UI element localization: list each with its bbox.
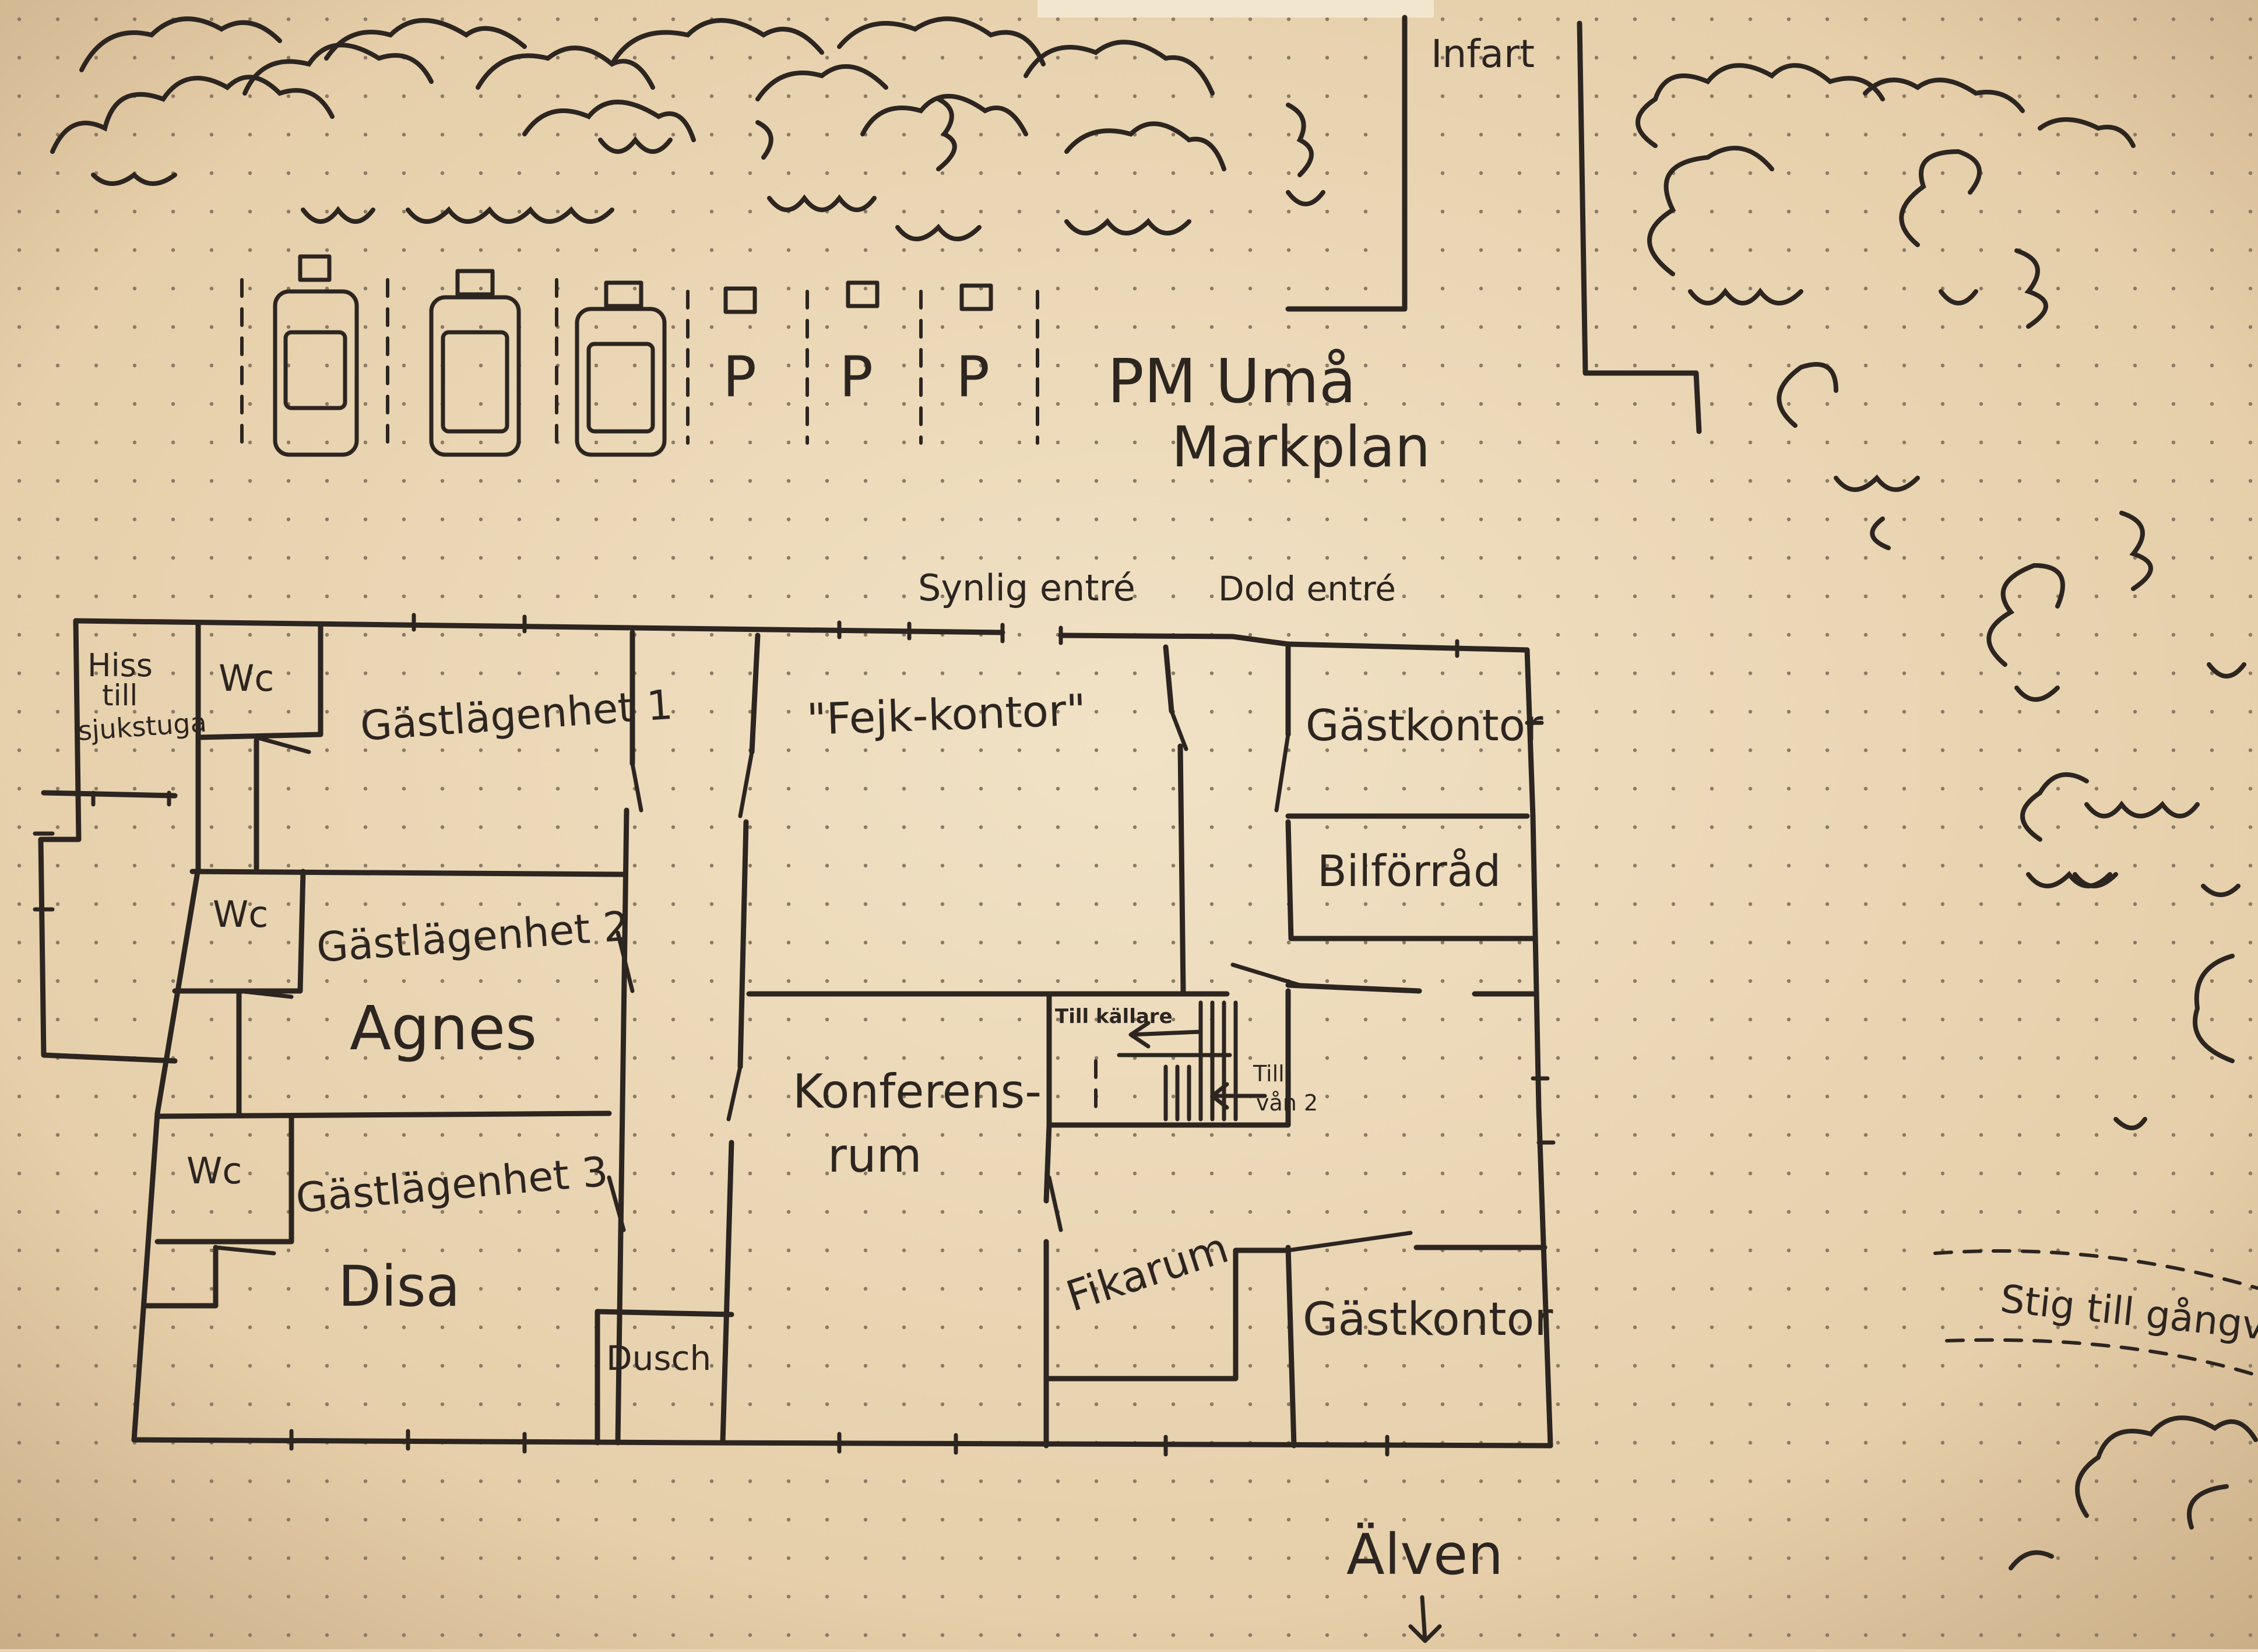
door-apartment-3 xyxy=(607,1175,626,1232)
staircase xyxy=(1094,1000,1267,1122)
parking-spot-3-label: P xyxy=(956,345,990,410)
elevator-label-line-2: till xyxy=(102,679,138,712)
visible-entrance-label: Synlig entré xyxy=(918,567,1135,609)
car-storage-label: Bilförråd xyxy=(1317,846,1501,897)
parked-car-1 xyxy=(273,254,359,457)
river-label: Älven xyxy=(1346,1522,1503,1587)
footpath xyxy=(1933,1249,2258,1377)
parked-car-3 xyxy=(575,280,667,457)
door-apartment-1 xyxy=(630,761,643,813)
wc-2-label: Wc xyxy=(213,893,268,936)
tree-row-top xyxy=(50,16,1325,241)
parking-area xyxy=(240,254,1039,457)
door-coffee-room xyxy=(1047,1175,1063,1232)
parking-sign-1 xyxy=(723,286,757,314)
plan-title-line-1: PM Umå xyxy=(1107,346,1356,417)
driveway-label: Infart xyxy=(1431,31,1535,76)
window-marks xyxy=(33,613,1556,1457)
parking-spot-2-label: P xyxy=(839,345,873,410)
arrow-to-basement xyxy=(1128,1021,1203,1049)
arrow-to-river xyxy=(1408,1595,1442,1643)
door-fake-office xyxy=(738,750,754,818)
door-corridor-right xyxy=(1230,962,1302,987)
hidden-entrance-label: Dold entré xyxy=(1218,569,1396,609)
building-outline xyxy=(38,618,1553,1449)
doors xyxy=(213,709,1413,1256)
guest-office-1-label: Gästkontor xyxy=(1306,701,1543,751)
stairs-to-floor-2-label-line-2: vån 2 xyxy=(1256,1090,1318,1116)
door-wc3 xyxy=(213,1245,276,1256)
door-hidden-entrance xyxy=(1274,732,1290,813)
guest-apartment-2-name: Agnes xyxy=(350,993,537,1064)
interior-walls xyxy=(41,624,1547,1449)
stairs-to-floor-2-label-line-1: Till xyxy=(1253,1061,1285,1087)
door-guest-office-2 xyxy=(1286,1231,1413,1253)
fake-office-label: "Fejk-kontor" xyxy=(806,685,1087,745)
shower-label: Dusch xyxy=(606,1338,711,1378)
parked-car-2 xyxy=(429,269,521,457)
page-edge-top-right xyxy=(1037,0,1434,17)
stairs-to-basement-label: Till källare xyxy=(1055,1005,1173,1028)
wc-1-label: Wc xyxy=(219,657,274,700)
conference-room-label-line-1: Konferens- xyxy=(793,1064,1042,1119)
guest-apartment-3-name: Disa xyxy=(338,1254,460,1319)
door-guest-office-1 xyxy=(1169,709,1188,751)
door-wc1 xyxy=(254,735,311,754)
door-conference xyxy=(726,1064,743,1122)
door-wc2 xyxy=(237,989,294,999)
tree-row-right xyxy=(1636,63,2258,1570)
guest-office-2-label: Gästkontor xyxy=(1303,1294,1553,1346)
parking-spot-1-label: P xyxy=(723,345,757,410)
plan-title-line-2: Markplan xyxy=(1172,414,1430,480)
door-apartment-2 xyxy=(616,930,635,993)
wc-3-label: Wc xyxy=(187,1150,242,1192)
driveway-lines xyxy=(1285,15,1702,434)
conference-room-label-line-2: rum xyxy=(828,1129,922,1183)
arrow-to-floor-2 xyxy=(1210,1082,1267,1110)
parking-sign-3 xyxy=(959,283,993,311)
parking-sign-2 xyxy=(846,280,880,308)
elevator-label-line-1: Hiss xyxy=(87,647,153,684)
